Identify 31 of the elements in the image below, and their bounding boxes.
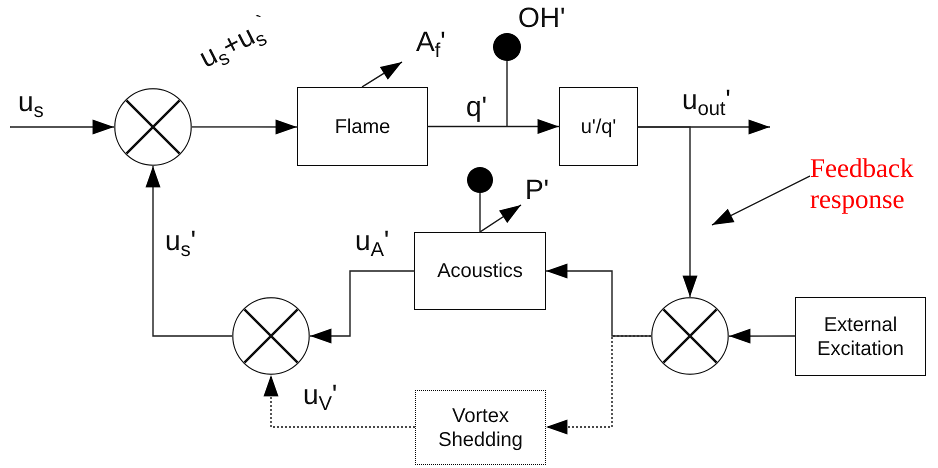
process-box — [297, 87, 428, 166]
process-box — [795, 297, 926, 376]
sensor-dot — [493, 33, 521, 61]
sensor-dot — [467, 167, 493, 193]
connector-line — [506, 61, 508, 127]
process-box — [415, 390, 546, 465]
arrow — [192, 119, 297, 134]
arrow — [362, 61, 402, 88]
box-label: Flame — [334, 114, 390, 138]
annotation-label: Feedback response — [810, 152, 914, 216]
arrow — [638, 126, 698, 297]
box-label: Vortex Shedding — [437, 404, 524, 452]
arrow — [428, 119, 559, 134]
arrow — [546, 264, 651, 337]
arrow — [146, 166, 232, 337]
summing-junction — [114, 88, 192, 166]
box-label: External Excitation — [816, 312, 905, 360]
arrow — [10, 120, 114, 134]
summing-junction — [232, 297, 310, 375]
arrow — [480, 204, 522, 233]
leader-arrow — [712, 175, 810, 226]
summing-junction — [651, 297, 729, 375]
process-box — [559, 87, 638, 166]
arrow — [264, 375, 415, 428]
arrow — [729, 328, 795, 344]
connector-line — [479, 193, 481, 232]
arrow — [546, 335, 651, 434]
box-label: u'/q' — [580, 114, 616, 138]
process-box — [414, 232, 546, 310]
arrow — [310, 270, 414, 344]
box-label: Acoustics — [437, 259, 523, 283]
